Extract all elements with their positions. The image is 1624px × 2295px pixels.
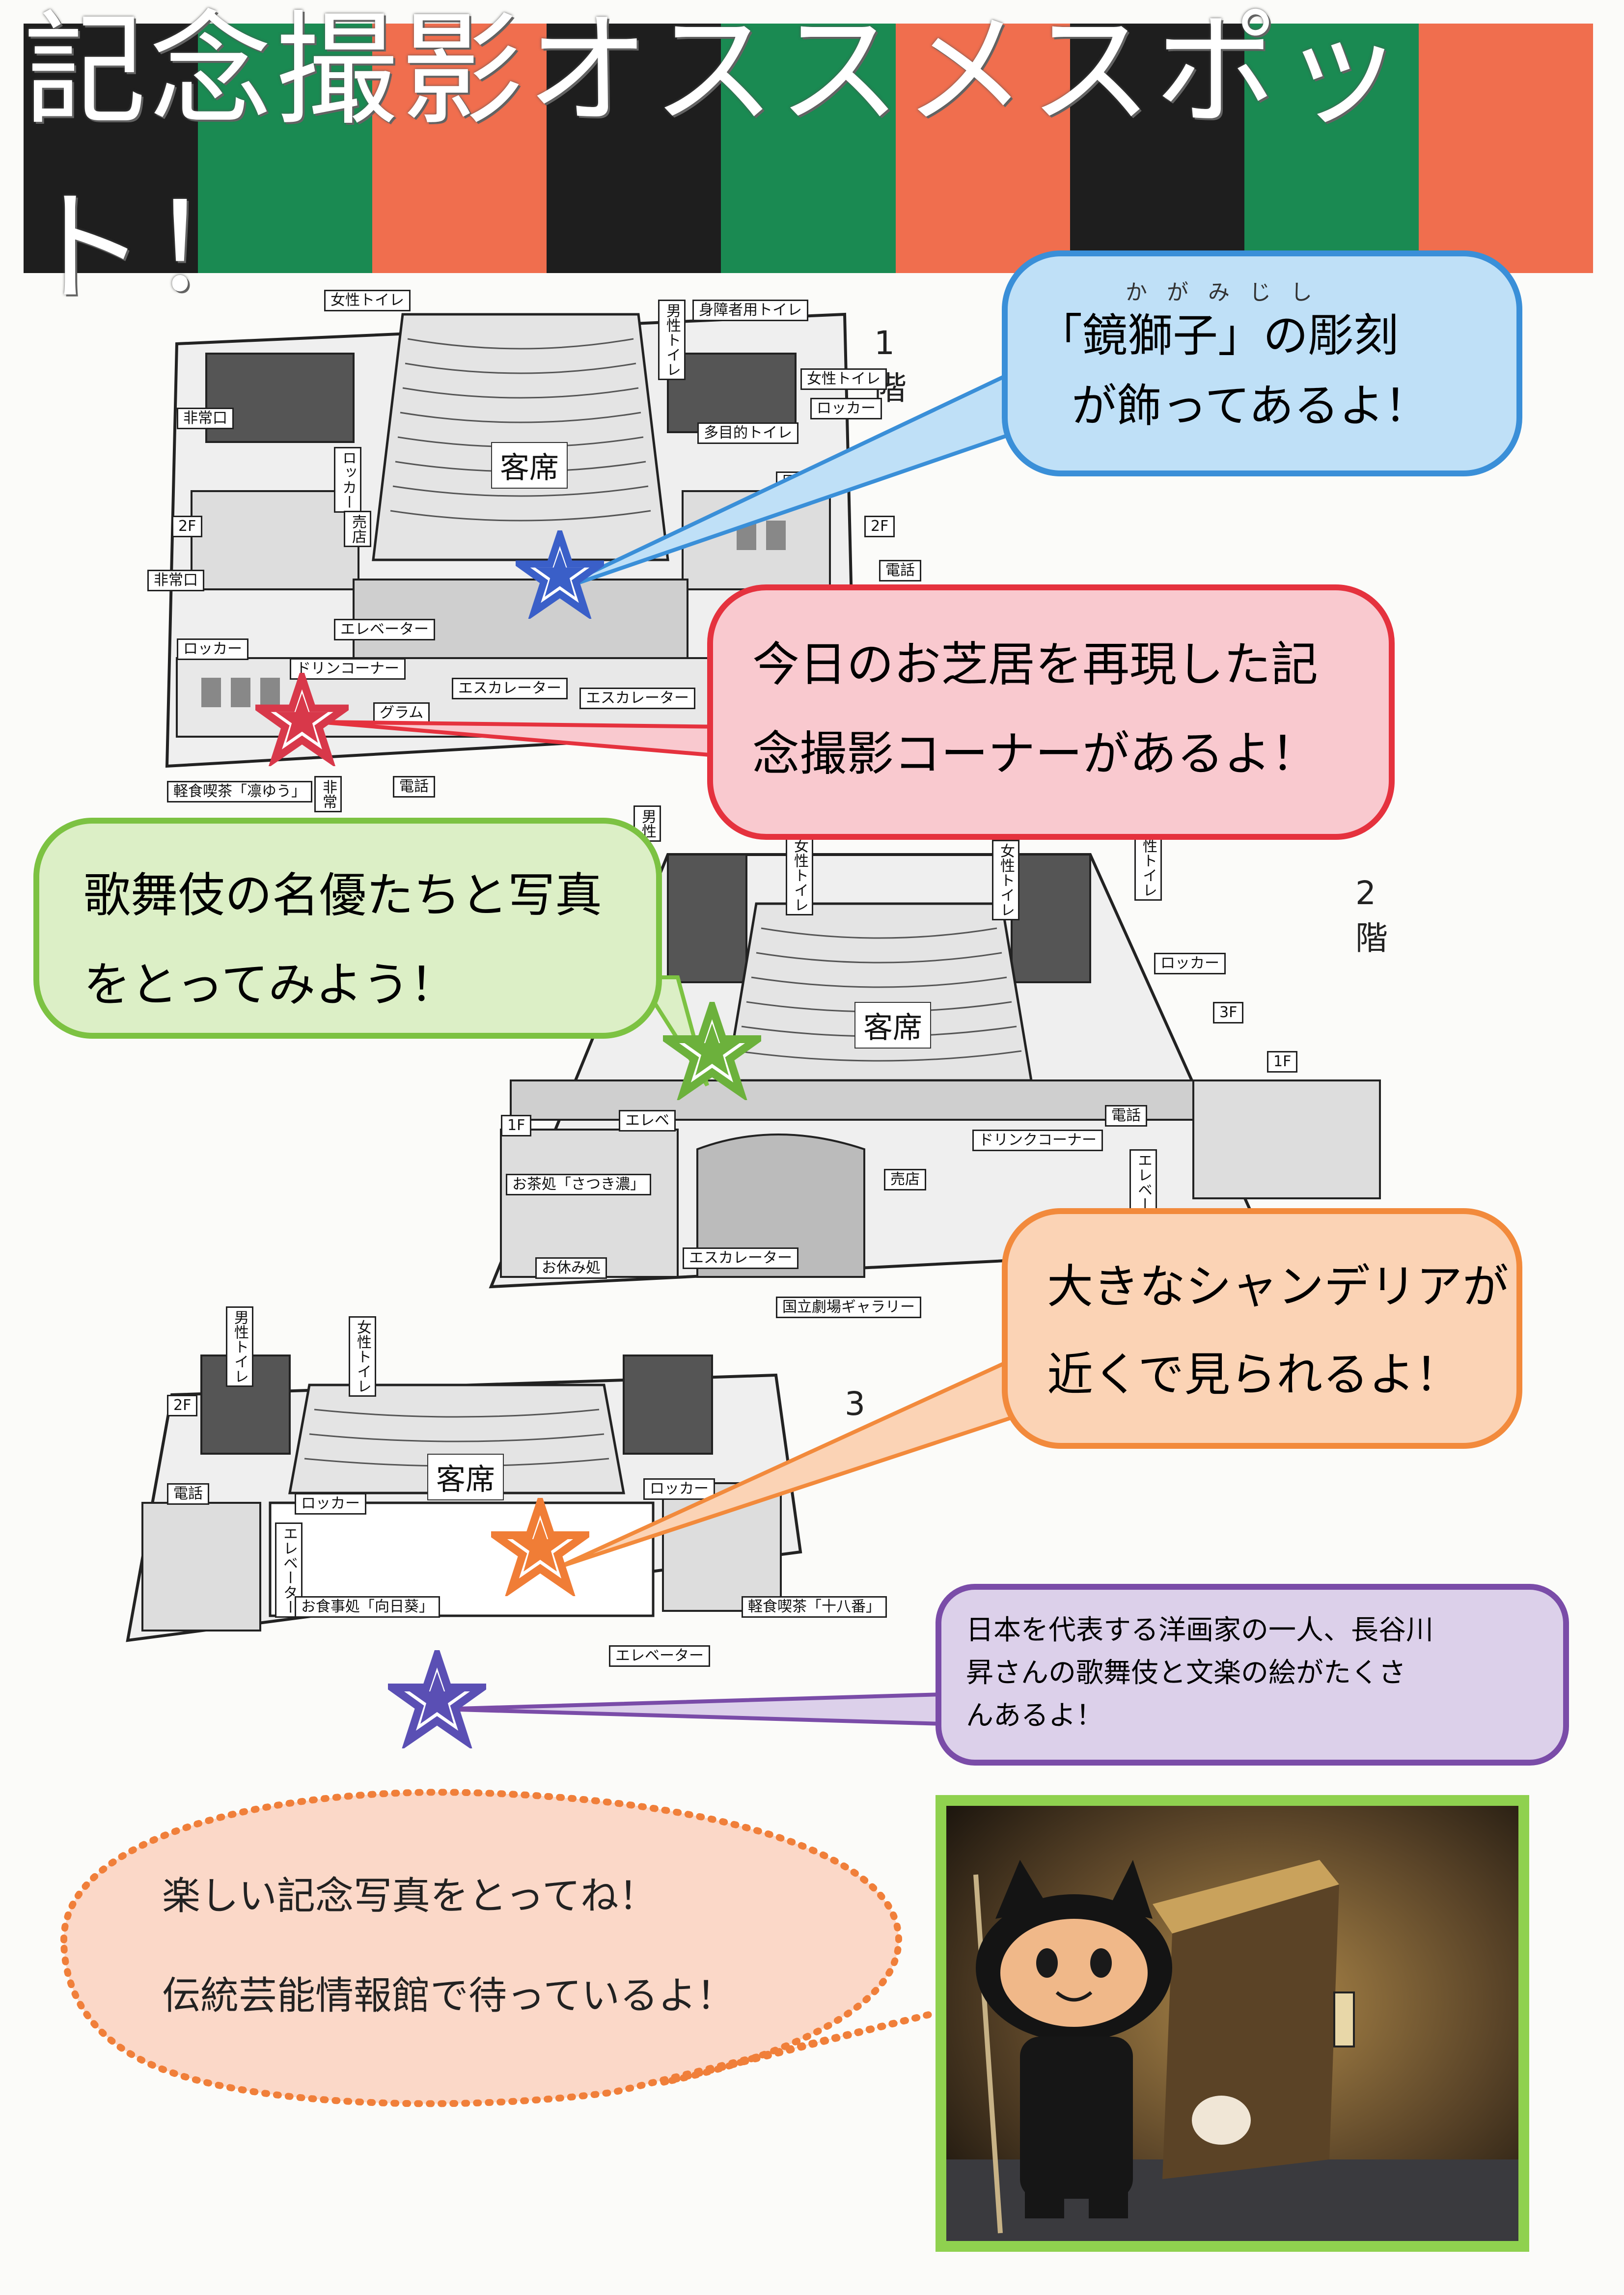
map-label: ロッカー — [643, 1478, 715, 1500]
star-icon — [388, 1650, 486, 1748]
mascot-photo — [936, 1795, 1529, 2252]
stripe — [1070, 24, 1244, 273]
map-label: お茶処「さつき濃」 — [506, 1174, 651, 1195]
stripe — [1244, 24, 1419, 273]
map-label: エレベ — [619, 1110, 676, 1132]
floor-label-2f: 2階 — [1355, 874, 1388, 957]
stripe — [895, 24, 1070, 273]
star-icon — [516, 530, 604, 619]
seat-label-2f: 客席 — [854, 1002, 931, 1049]
mascot-photo-image — [946, 1806, 1518, 2241]
callout-purple-line3: んあるよ！ — [966, 1699, 1103, 1732]
map-label: 多目的トイレ — [697, 422, 798, 444]
map-label: 電話 — [167, 1483, 209, 1505]
map-label: ドリンコーナー — [290, 658, 406, 680]
stripe — [372, 24, 547, 273]
map-label: 身障者用トイレ — [692, 300, 808, 321]
map-label: エスカレーター — [579, 688, 695, 709]
map-label: 電話 — [879, 560, 921, 581]
callout-green-line2: をとってみよう！ — [83, 957, 457, 1013]
map-label: 軽食喫茶「十八番」 — [742, 1596, 887, 1618]
furigana: かがみじし — [1126, 280, 1332, 305]
seat-label-1f: 客席 — [491, 442, 568, 489]
callout-red-line1: 今日のお芝居を再現した記 — [752, 637, 1318, 692]
seat-label-3f: 客席 — [427, 1454, 504, 1500]
callout-dotted-line1: 楽しい記念写真をとってね！ — [162, 1874, 657, 1918]
map-label: 女性トイレ — [800, 368, 887, 390]
map-label: ロッカー — [1154, 953, 1226, 974]
callout-green-line1: 歌舞伎の名優たちと写真 — [83, 868, 602, 923]
map-label: 男性トイレ — [658, 300, 686, 380]
star-icon — [663, 1002, 761, 1100]
map-label: 売店 — [884, 1169, 926, 1190]
map-label: 非常口 — [177, 408, 234, 429]
map-label: お食事処「向日葵」 — [295, 1596, 440, 1618]
map-label: エスカレーター — [683, 1247, 798, 1269]
header-banner — [24, 24, 1593, 273]
map-label: 1F — [1267, 1051, 1298, 1073]
floor-plan-3f: 3階 客席 男性トイレ 女性トイレ 2F ロッカー ロッカー 電話 エレベーター… — [113, 1297, 887, 1670]
callout-orange-line2: 近くで見られるよ！ — [1047, 1348, 1461, 1402]
callout-orange-line1: 大きなシャンデリアが — [1047, 1260, 1509, 1314]
stripe — [198, 24, 373, 273]
stripe — [24, 24, 198, 273]
map-label: 女性トイレ — [992, 840, 1019, 920]
stripe — [721, 24, 896, 273]
map-label: エスカレーター — [452, 678, 568, 699]
floor-plan-2f-drawing — [489, 853, 1381, 1289]
callout-orange: 大きなシャンデリアが 近くで見られるよ！ — [1002, 1208, 1522, 1449]
map-label: 2F — [864, 516, 895, 537]
page-title: 記念撮影オススメスポット！ — [24, 0, 1406, 320]
map-label: 3F — [1213, 1002, 1244, 1023]
callout-purple-line2: 昇さんの歌舞伎と文楽の絵がたくさ — [966, 1657, 1406, 1689]
map-label: 電話 — [393, 776, 435, 798]
map-label: エレベーター — [334, 619, 435, 640]
map-label: 女性トイレ — [324, 290, 411, 311]
map-label: 男性トイレ — [226, 1306, 253, 1387]
map-label: ドリンクコーナー — [972, 1130, 1103, 1151]
map-label: 国立劇場ギャラリー — [776, 1297, 921, 1318]
callout-blue-line1: 「鏡獅子」の彫刻 — [1037, 309, 1399, 362]
map-label: 1F — [501, 1115, 532, 1136]
callout-dotted-line2: 伝統芸能情報館で待っているよ！ — [162, 1973, 735, 2018]
callout-blue: かがみじし 「鏡獅子」の彫刻 が飾ってあるよ！ — [1002, 250, 1522, 476]
stripe — [1418, 24, 1593, 273]
callout-red: 今日のお芝居を再現した記 念撮影コーナーがあるよ！ — [707, 584, 1395, 840]
callout-purple: 日本を代表する洋画家の一人、長谷川 昇さんの歌舞伎と文楽の絵がたくさ んあるよ！ — [936, 1584, 1569, 1766]
map-label: ロッカー — [295, 1493, 366, 1515]
map-label: グラム — [373, 702, 430, 724]
callout-dotted: 楽しい記念写真をとってね！ 伝統芸能情報館で待っているよ！ — [162, 1847, 850, 2046]
floor-plan-2f: 2階 客席 男性 女性トイレ 女性トイレ 男性トイレ ロッカー 3F 1F 1F… — [481, 805, 1395, 1336]
map-label: エレベーター — [609, 1645, 710, 1667]
callout-purple-line1: 日本を代表する洋画家の一人、長谷川 — [966, 1614, 1433, 1646]
callout-green: 歌舞伎の名優たちと写真 をとってみよう！ — [33, 818, 662, 1039]
map-label: 2F — [167, 1395, 198, 1416]
callout-red-line2: 念撮影コーナーがあるよ！ — [752, 726, 1318, 782]
map-label: ロッカー — [177, 638, 248, 660]
map-label: 電話 — [1105, 1105, 1147, 1127]
stripe — [547, 24, 721, 273]
map-label: 2F — [172, 516, 203, 537]
map-label: 軽食喫茶「凛ゆう」 — [167, 781, 312, 802]
map-label: ロッカー — [810, 398, 882, 419]
map-label: 売店 — [344, 511, 371, 547]
map-label: 非常 — [314, 776, 342, 812]
map-label: 女性トイレ — [786, 835, 813, 915]
map-label: 非常口 — [147, 570, 204, 591]
map-label: お休み処 — [535, 1257, 607, 1279]
star-icon — [491, 1498, 589, 1596]
callout-blue-line2: が飾ってあるよ！ — [1072, 380, 1430, 433]
callout-dotted-shape — [60, 1789, 934, 2107]
map-label: 女性トイレ — [349, 1316, 376, 1397]
star-icon — [255, 673, 349, 766]
